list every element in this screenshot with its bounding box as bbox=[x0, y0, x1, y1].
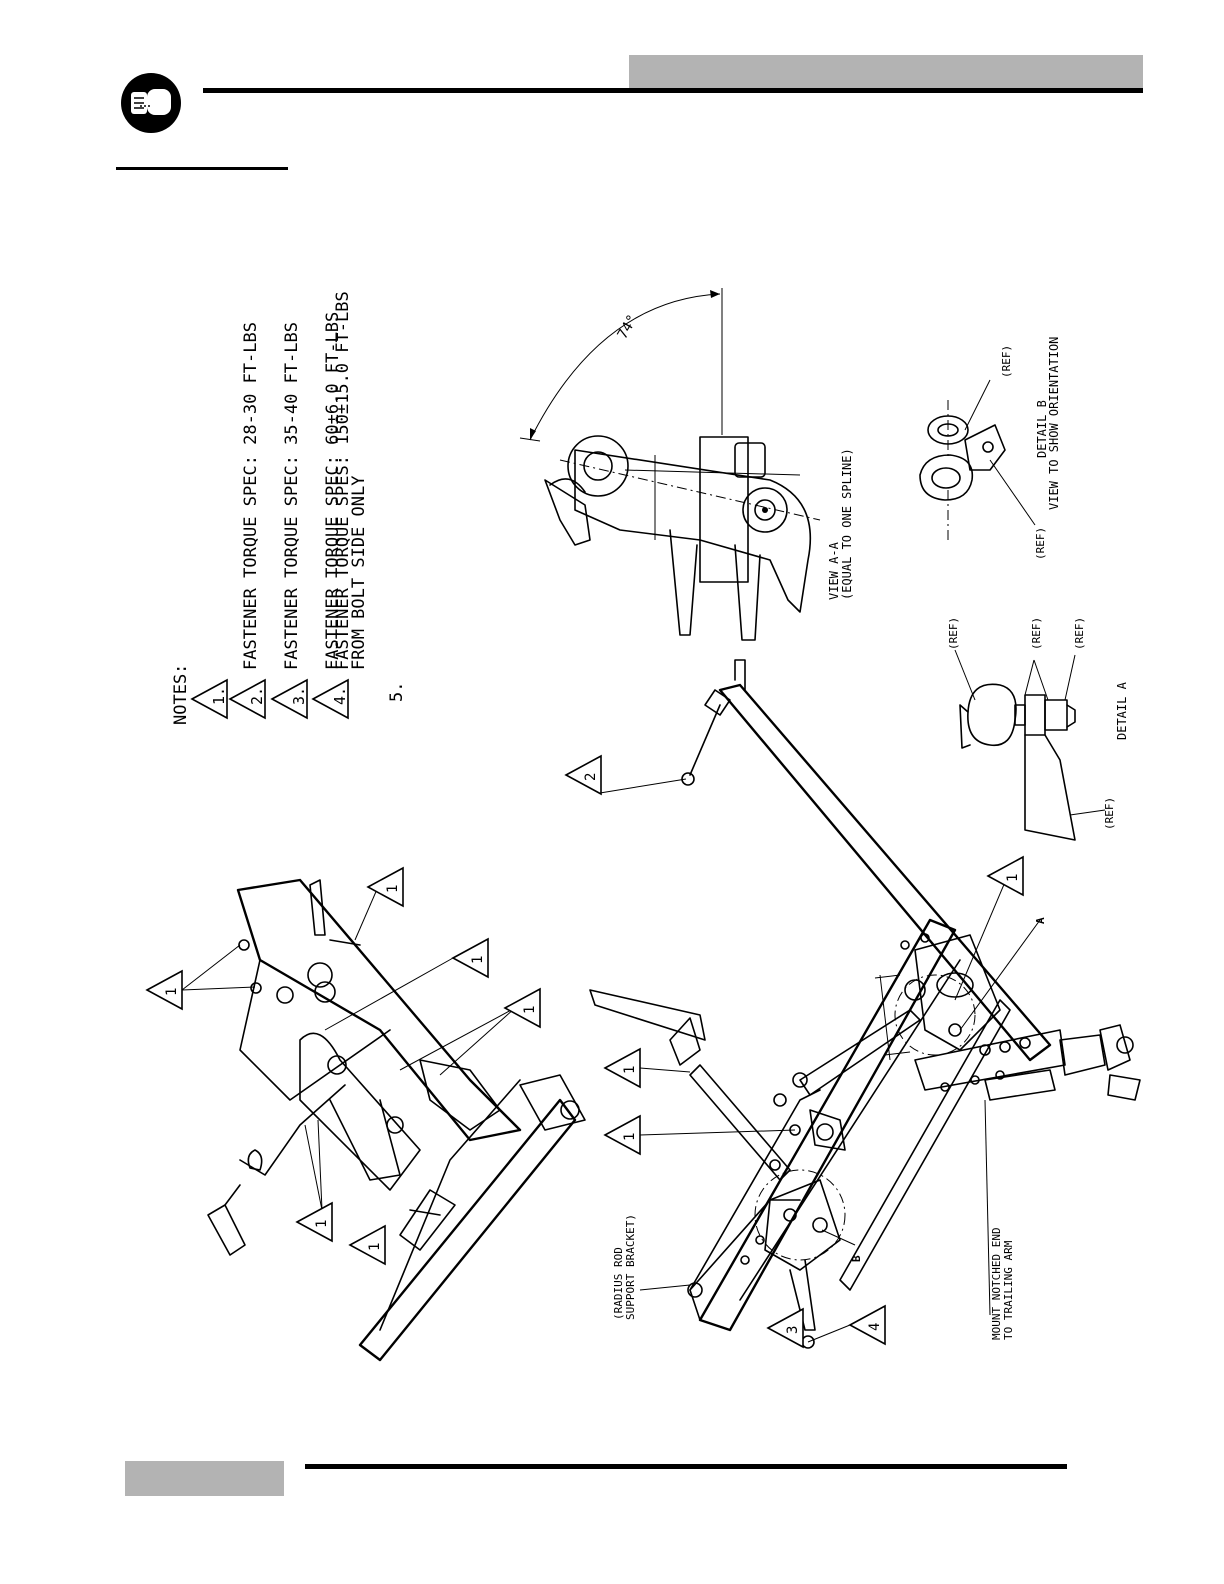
svg-text:1: 1 bbox=[164, 988, 180, 996]
svg-text:3: 3 bbox=[785, 1326, 801, 1334]
callout-triangle-2: 2 bbox=[564, 754, 602, 796]
view-aa-title: VIEW A-A bbox=[827, 541, 841, 600]
callout-triangle-1f: 1 bbox=[348, 1224, 386, 1266]
svg-text:1: 1 bbox=[1005, 874, 1021, 882]
svg-text:3.: 3. bbox=[290, 687, 308, 705]
svg-text:2: 2 bbox=[583, 773, 599, 781]
note-4: 4. FASTENER TORQUE SPES: 150±15.0 FT-LBS… bbox=[311, 291, 369, 720]
chapter-logo-icon bbox=[121, 73, 181, 133]
svg-text:1: 1 bbox=[622, 1133, 638, 1141]
mount-notched-label-2: TO TRAILING ARM bbox=[1002, 1240, 1015, 1340]
detail-b: (REF) (REF) DETAIL B VIEW TO SHOW ORIENT… bbox=[919, 337, 1061, 560]
detail-b-ref-2: (REF) bbox=[1034, 527, 1047, 560]
svg-text:4: 4 bbox=[867, 1323, 883, 1331]
callout-triangle-1g: 1 bbox=[986, 855, 1024, 897]
detail-a-ref-3: (REF) bbox=[1073, 617, 1086, 650]
label-b: B bbox=[850, 1255, 863, 1262]
label-a: A bbox=[1034, 917, 1047, 924]
svg-text:4.: 4. bbox=[331, 687, 349, 705]
svg-text:1: 1 bbox=[470, 956, 486, 964]
svg-text:1: 1 bbox=[522, 1006, 538, 1014]
section-title-underline bbox=[116, 167, 288, 170]
svg-text:2.: 2. bbox=[248, 687, 266, 705]
detail-a-ref-1: (REF) bbox=[947, 617, 960, 650]
svg-text:1: 1 bbox=[622, 1066, 638, 1074]
note-3-text: FASTENER TORQUE SPEC: 60±6.0 FT-LBS bbox=[323, 312, 343, 670]
callout-triangle-4: 4 bbox=[848, 1304, 886, 1346]
callout-triangle-1c: 1 bbox=[451, 937, 489, 979]
notes-block: NOTES: bbox=[171, 664, 191, 725]
radius-rod-label-2: SUPPORT BRACKET) bbox=[624, 1214, 637, 1320]
svg-text:1: 1 bbox=[367, 1243, 383, 1251]
header-rule bbox=[203, 88, 1143, 93]
note-1: 1. FASTENER TORQUE SPEC: 28-30 FT-LBS bbox=[190, 322, 261, 720]
callout-triangle-3: 3 bbox=[766, 1307, 804, 1349]
note-2-text: FASTENER TORQUE SPEC: 35-40 FT-LBS bbox=[282, 322, 302, 670]
svg-text:1: 1 bbox=[385, 885, 401, 893]
detail-a-ref-2: (REF) bbox=[1030, 617, 1043, 650]
notes-heading: NOTES: bbox=[171, 664, 191, 725]
callout-triangle-1h: 1 bbox=[603, 1047, 641, 1089]
note-4-text-2: FROM BOLT SIDE ONLY bbox=[349, 476, 369, 670]
view-aa: 74° VIEW A-A (EQUAL TO ONE SPLINE) bbox=[519, 288, 854, 641]
note-1-text: FASTENER TORQUE SPEC: 28-30 FT-LBS bbox=[241, 322, 261, 670]
detail-a-ref-4: (REF) bbox=[1103, 797, 1116, 830]
note-5: 5. bbox=[387, 682, 407, 702]
detail-b-ref-1: (REF) bbox=[1000, 345, 1013, 378]
detail-b-subtitle: VIEW TO SHOW ORIENTATION bbox=[1047, 337, 1061, 510]
footer-gray-box bbox=[125, 1461, 284, 1496]
note-3: 3. FASTENER TORQUE SPEC: 60±6.0 FT-LBS bbox=[270, 312, 343, 720]
radius-rod-label: (RADIUS ROD bbox=[612, 1247, 625, 1320]
detail-b-title: DETAIL B bbox=[1035, 400, 1049, 458]
callout-triangle-1d: 1 bbox=[503, 987, 541, 1029]
left-assembly bbox=[181, 878, 586, 1362]
mount-notched-label: MOUNT NOTCHED END bbox=[990, 1227, 1003, 1340]
note-2: 2. FASTENER TORQUE SPEC: 35-40 FT-LBS bbox=[228, 322, 302, 720]
detail-a: (REF) (REF) (REF) (REF) DETAIL A bbox=[947, 617, 1129, 841]
callout-triangle-1b: 1 bbox=[366, 866, 404, 908]
header-gray-bar bbox=[629, 55, 1143, 88]
callout-triangle-1a: 1 bbox=[145, 969, 183, 1011]
svg-text:1.: 1. bbox=[210, 687, 228, 705]
right-assembly: A B (RADIUS ROD SUPPORT BRACKET) MOUNT N… bbox=[589, 659, 1141, 1349]
detail-a-title: DETAIL A bbox=[1115, 681, 1129, 740]
footer-rule bbox=[305, 1464, 1067, 1469]
note-4-text: FASTENER TORQUE SPES: 150±15.0 FT-LBS bbox=[333, 291, 353, 670]
svg-text:1: 1 bbox=[314, 1220, 330, 1228]
view-aa-subtitle: (EQUAL TO ONE SPLINE) bbox=[840, 448, 854, 600]
callout-triangle-1e: 1 bbox=[295, 1201, 333, 1243]
angle-74: 74° bbox=[615, 312, 642, 342]
callout-triangle-1i: 1 bbox=[603, 1114, 641, 1156]
